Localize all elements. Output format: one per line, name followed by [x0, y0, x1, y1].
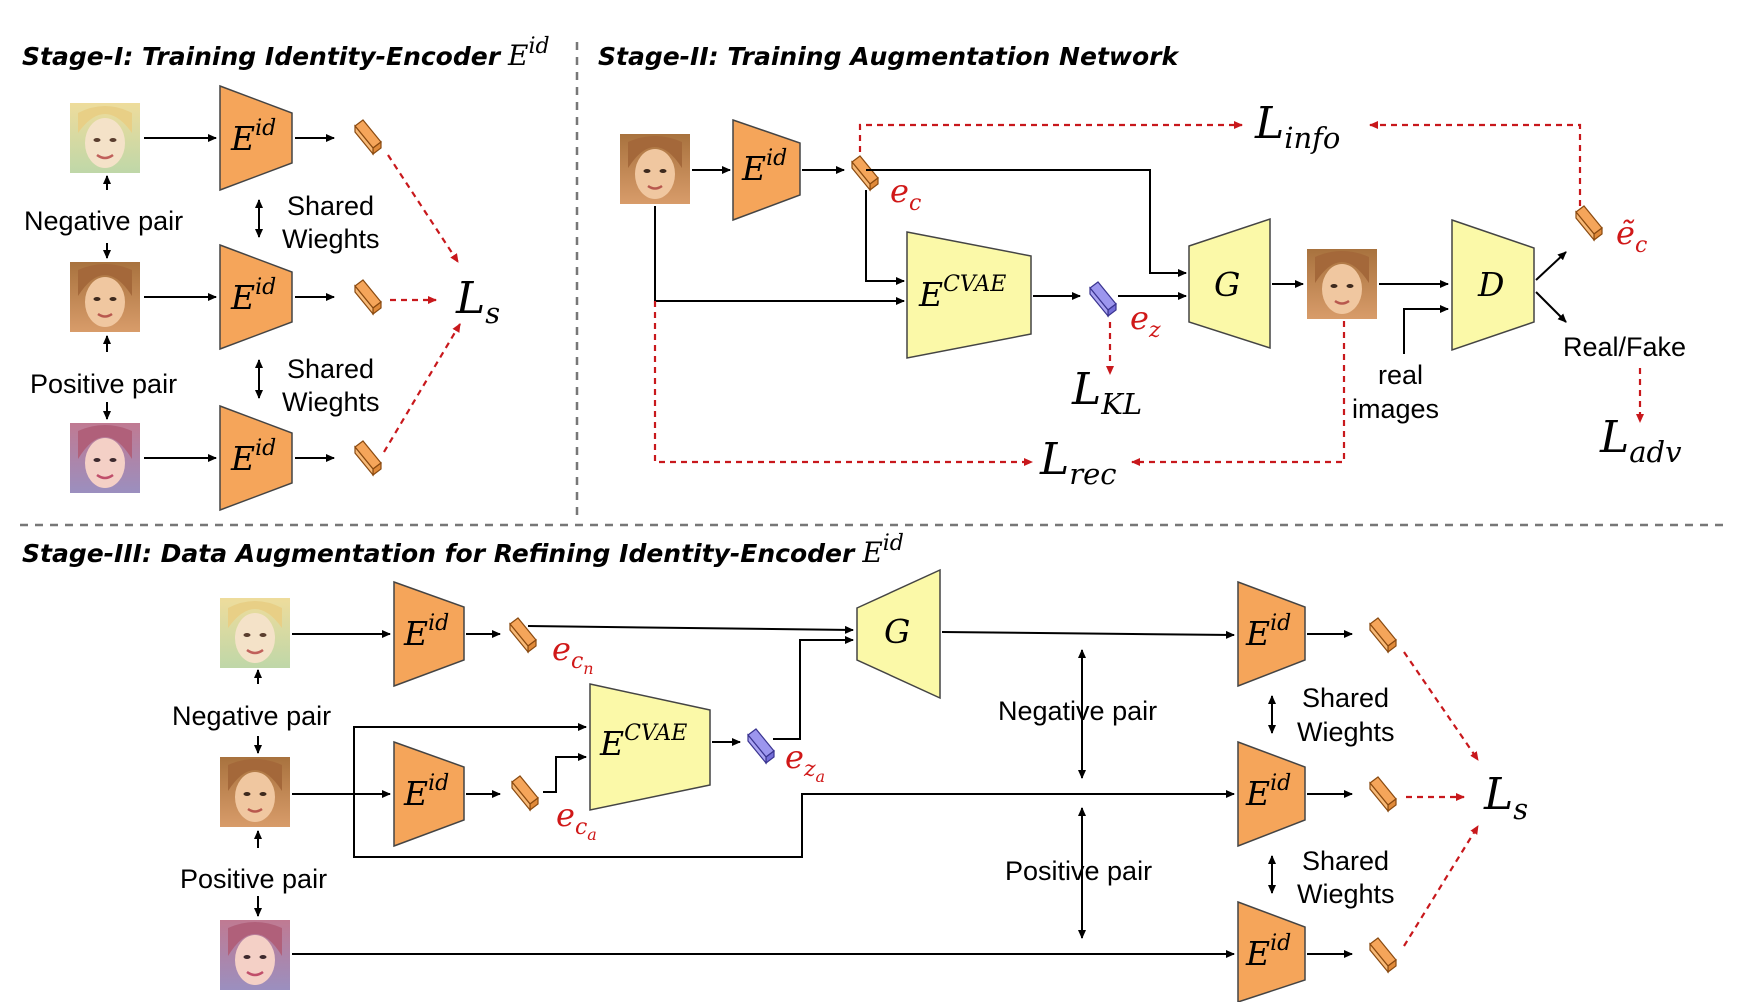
svg-text:Eid: Eid — [741, 146, 787, 188]
stage3-shared-weights-1b: Wieghts — [1297, 717, 1395, 747]
stage3-face-blonde — [218, 596, 292, 670]
stage1-shared-weights-1b: Wieghts — [282, 224, 380, 254]
stage2-feature-ez — [1089, 281, 1117, 317]
stage3-feature-eca — [511, 775, 539, 811]
stage3-loss-ls: Ls — [1483, 769, 1528, 826]
stage1-encoder-2 — [219, 243, 293, 351]
stage2-ec-tilde-label: ẽc — [1616, 214, 1647, 258]
stage3-generator — [856, 568, 941, 700]
stage2-feature-ec — [851, 155, 879, 191]
stage1-encoder-1 — [219, 84, 293, 192]
stage1-face-blonde — [68, 101, 142, 175]
stage3-encoder-mid — [393, 740, 465, 848]
stage3-negative-pair-label: Negative pair — [172, 701, 331, 731]
stage1-loss-ls: Ls — [455, 273, 500, 330]
stage2-real-images-1: real — [1378, 360, 1423, 390]
stage2-discriminator — [1451, 218, 1535, 352]
stage2-generated-face — [1305, 247, 1379, 321]
stage2-discriminator-label: D — [1477, 265, 1504, 304]
stage2-loss-rec: Lrec — [1039, 434, 1117, 491]
stage2-loss-adv: Ladv — [1599, 412, 1682, 469]
svg-text:Eid: Eid — [230, 116, 276, 158]
svg-text:Eid: Eid — [1245, 771, 1291, 813]
stage2-real-fake-label: Real/Fake — [1563, 332, 1686, 362]
stage2-title: Stage-II: Training Augmentation Network — [598, 42, 1179, 71]
svg-text:Eid: Eid — [230, 436, 276, 478]
stage2-cvae-encoder — [906, 231, 1032, 359]
stage3-panel: Stage-III: Data Augmentation for Refinin… — [22, 531, 1528, 1002]
stage3-feature-ecn — [509, 617, 537, 653]
stage2-feature-ec-tilde — [1575, 205, 1603, 241]
svg-text:Eid: Eid — [1245, 931, 1291, 973]
stage2-generator — [1188, 217, 1271, 350]
svg-text:Eid: Eid — [403, 611, 449, 653]
stage3-feature-right-3 — [1369, 937, 1397, 973]
stage3-face-pink — [218, 918, 292, 992]
svg-text:ECVAE: ECVAE — [918, 272, 1006, 314]
svg-text:Eid: Eid — [1245, 611, 1291, 653]
stage1-positive-pair-label: Positive pair — [30, 369, 177, 399]
stage2-ez-label: ez — [1130, 299, 1161, 343]
stage3-cvae-encoder — [589, 683, 711, 811]
stage1-shared-weights-1a: Shared — [287, 191, 374, 221]
stage1-feature-3 — [354, 440, 382, 476]
stage3-eza-label: eza — [785, 738, 825, 786]
stage2-encoder-eid — [732, 118, 801, 222]
stage1-feature-1 — [354, 119, 382, 155]
stage3-encoder-top — [393, 580, 465, 688]
stage1-feature-2 — [354, 279, 382, 315]
stage3-shared-weights-1a: Shared — [1302, 683, 1389, 713]
stage2-panel: Stage-II: Training Augmentation Network … — [598, 42, 1686, 491]
stage3-ecn-label: ecn — [552, 630, 594, 678]
stage2-input-face — [618, 132, 692, 206]
stage3-shared-weights-2a: Shared — [1302, 846, 1389, 876]
stage3-feature-right-1 — [1369, 617, 1397, 653]
stage1-shared-weights-2a: Shared — [287, 354, 374, 384]
stage3-negative-pair-label-right: Negative pair — [998, 696, 1157, 726]
stage1-negative-pair-label: Negative pair — [24, 206, 183, 236]
stage2-real-images-2: images — [1352, 394, 1439, 424]
stage3-eca-label: eca — [556, 796, 597, 844]
svg-text:Eid: Eid — [403, 771, 449, 813]
svg-text:Eid: Eid — [230, 275, 276, 317]
stage3-encoder-right-3 — [1237, 900, 1306, 1002]
stage2-generator-label: G — [1214, 265, 1240, 304]
stage1-face-pink — [68, 421, 142, 495]
stage1-encoder-3 — [219, 404, 293, 512]
stage3-generator-label: G — [884, 612, 910, 651]
stage3-positive-pair-label: Positive pair — [180, 864, 327, 894]
stage3-feature-right-2 — [1369, 776, 1397, 812]
stage3-positive-pair-label-right: Positive pair — [1005, 856, 1152, 886]
stage3-feature-eza — [747, 728, 775, 764]
stage2-ec-label: ec — [890, 172, 921, 216]
stage3-title: Stage-III: Data Augmentation for Refinin… — [22, 531, 904, 569]
stage3-encoder-right-2 — [1237, 740, 1306, 848]
stage3-shared-weights-2b: Wieghts — [1297, 879, 1395, 909]
stage3-encoder-right-1 — [1237, 580, 1306, 688]
svg-text:ECVAE: ECVAE — [599, 721, 687, 763]
stage1-shared-weights-2b: Wieghts — [282, 387, 380, 417]
stage2-loss-kl: LKL — [1071, 364, 1142, 421]
stage1-face-brown — [68, 260, 142, 334]
stage2-loss-info: Linfo — [1254, 98, 1340, 155]
stage3-face-brown — [218, 755, 292, 829]
